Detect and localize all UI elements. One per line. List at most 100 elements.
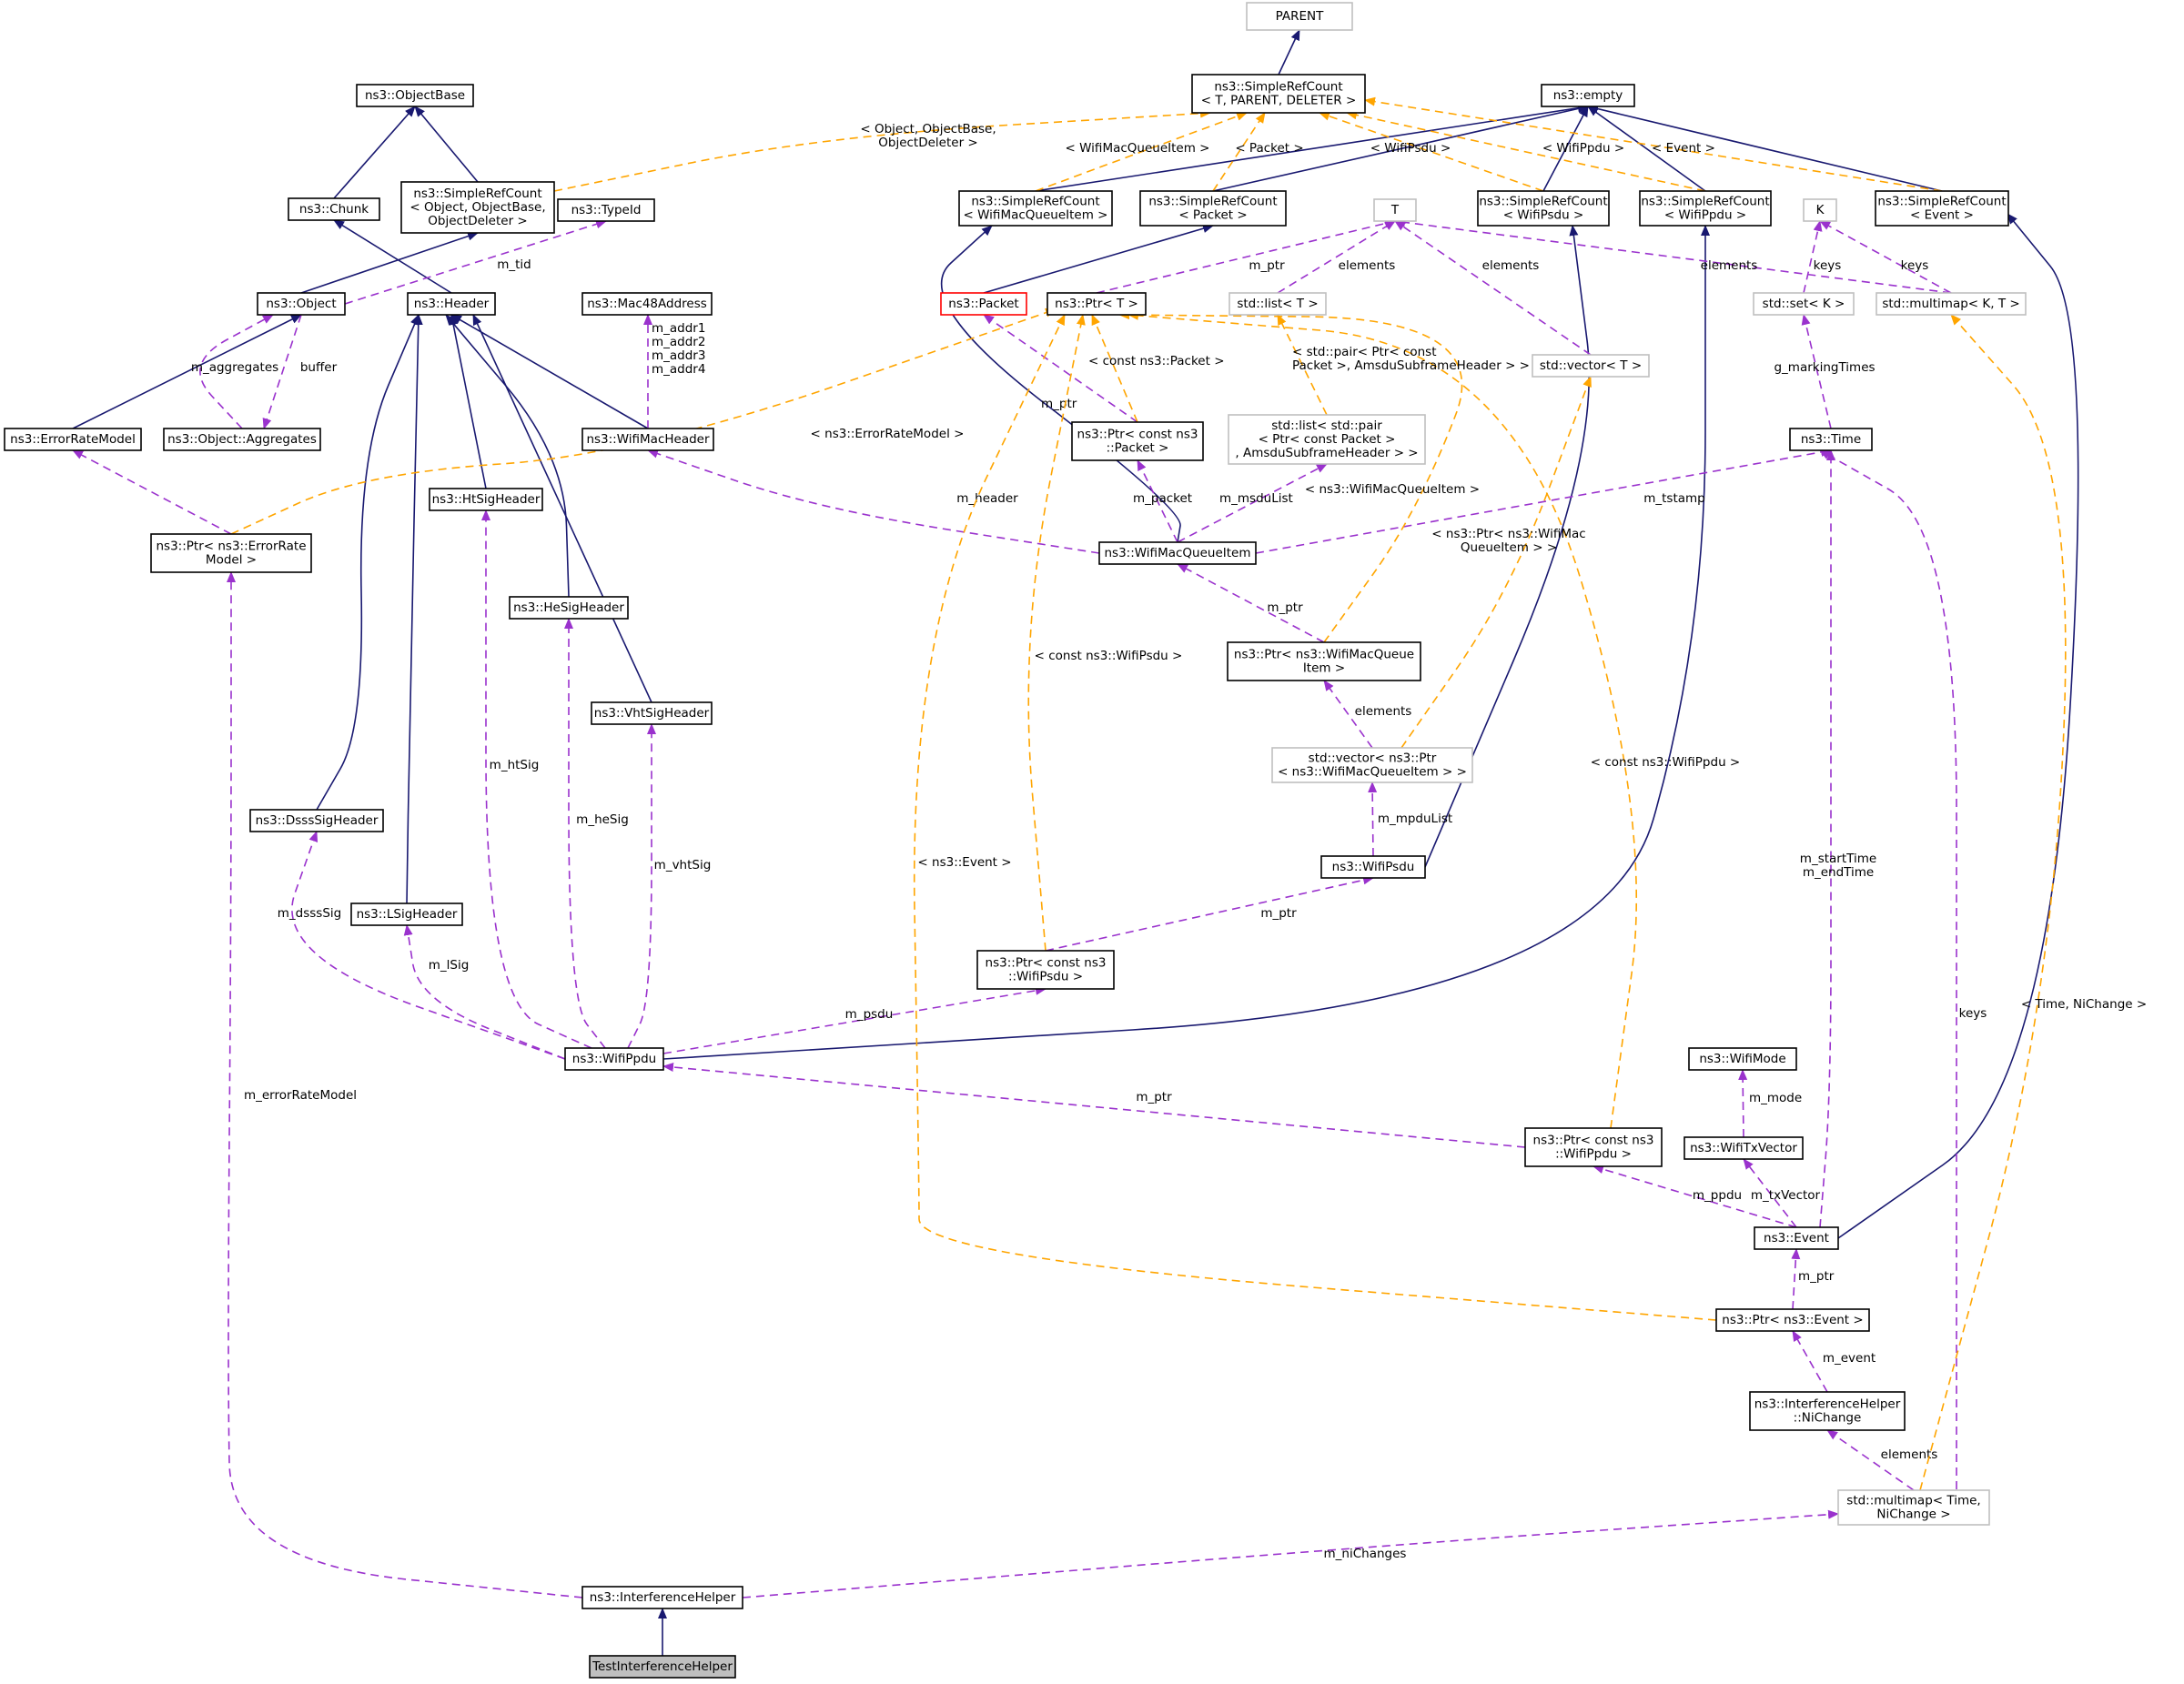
node-wifi-mode[interactable]: ns3::WifiMode [1688, 1047, 1797, 1071]
edge-label: m_psdu [845, 1007, 894, 1022]
edge-line [1837, 213, 2079, 1239]
node-src-packet[interactable]: ns3::SimpleRefCount< Packet > [1139, 190, 1287, 227]
node-box [564, 1047, 664, 1071]
node-list-pair[interactable]: std::list< std::pair< Ptr< const Packet … [1228, 414, 1426, 465]
edge-label: < std::pair< Ptr< const [1292, 345, 1437, 359]
node-wifi-psdu[interactable]: ns3::WifiPsdu [1320, 855, 1426, 879]
node-label: ns3::Time [1801, 432, 1861, 447]
node-parent[interactable]: PARENT [1246, 2, 1353, 31]
node-set-k[interactable]: std::set< K > [1753, 292, 1855, 316]
node-src-ppdu[interactable]: ns3::SimpleRefCount< WifiPpdu > [1639, 190, 1772, 227]
edge-line [1277, 220, 1396, 294]
edge-line [1364, 96, 1943, 192]
node-error-rate-model[interactable]: ns3::ErrorRateModel [4, 428, 142, 451]
node-time[interactable]: ns3::Time [1789, 428, 1873, 451]
node-box [1373, 198, 1417, 222]
node-box [407, 292, 496, 316]
node-dsss-sig[interactable]: ns3::DsssSigHeader [249, 809, 384, 832]
node-label: ns3::SimpleRefCount [1641, 195, 1769, 209]
node-aggregates[interactable]: ns3::Object::Aggregates [163, 428, 321, 451]
node-k[interactable]: K [1803, 198, 1837, 222]
edge-line [983, 224, 1214, 294]
node-ptr-const-packet[interactable]: ns3::Ptr< const ns3::Packet > [1071, 421, 1204, 461]
node-src-psdu[interactable]: ns3::SimpleRefCount< WifiPsdu > [1477, 190, 1610, 227]
edge-line [1819, 220, 1952, 294]
edge-line [1177, 563, 1325, 643]
node-wifi-ppdu[interactable]: ns3::WifiPpdu [564, 1047, 664, 1071]
node-object-base[interactable]: ns3::ObjectBase [356, 84, 474, 107]
edge-line [662, 985, 1046, 1054]
node-type-id[interactable]: ns3::TypeId [557, 198, 655, 222]
node-label: ns3::Header [414, 297, 490, 311]
edge-member-k-to-set-k: keys [1803, 220, 1841, 294]
node-wmqi[interactable]: ns3::WifiMacQueueItem [1098, 541, 1257, 565]
node-ptr-const-psdu[interactable]: ns3::Ptr< const ns3::WifiPsdu > [976, 950, 1115, 990]
node-list-t[interactable]: std::list< T > [1228, 292, 1327, 316]
edge-member-list-pair-to-wmqi: m_msduList [1177, 463, 1328, 543]
node-box [1753, 292, 1855, 316]
edge-label: < ns3::Event > [917, 855, 1011, 870]
node-box [1749, 1391, 1906, 1431]
node-box [1639, 190, 1772, 227]
node-ptr-wmqi[interactable]: ns3::Ptr< ns3::WifiMacQueueItem > [1227, 641, 1421, 681]
edge-line [1277, 314, 1328, 416]
node-src-object[interactable]: ns3::SimpleRefCount< Object, ObjectBase,… [400, 181, 555, 234]
node-mac48[interactable]: ns3::Mac48Address [581, 292, 713, 316]
node-packet[interactable]: ns3::Packet [940, 292, 1027, 316]
edge-inherit-header-to-lsig [406, 314, 423, 904]
edge-line [1819, 449, 1957, 1489]
node-ptr-error-rate[interactable]: ns3::Ptr< ns3::ErrorRateModel > [150, 533, 312, 573]
node-src-wmqi[interactable]: ns3::SimpleRefCount< WifiMacQueueItem > [958, 190, 1113, 227]
node-box [249, 809, 384, 832]
node-label: < ns3::WifiMacQueueItem > > [1278, 765, 1467, 780]
node-header[interactable]: ns3::Header [407, 292, 496, 316]
edge-inherit-empty-to-src-psdu [1542, 106, 1589, 192]
node-vector-ptr-wmqi[interactable]: std::vector< ns3::Ptr< ns3::WifiMacQueue… [1271, 747, 1473, 783]
node-ptr-t[interactable]: ns3::Ptr< T > [1046, 292, 1147, 316]
node-lsig[interactable]: ns3::LSigHeader [350, 903, 463, 926]
node-box [1098, 541, 1257, 565]
edge-line [450, 314, 649, 429]
edge-member-wifi-mode-to-wifi-tx-vector: m_mode [1738, 1069, 1802, 1138]
node-interference-helper[interactable]: ns3::InterferenceHelper [581, 1586, 743, 1609]
node-label: ns3::Event [1764, 1231, 1829, 1245]
node-label: ns3::InterferenceHelper [590, 1590, 736, 1605]
edge-line [1400, 376, 1592, 749]
node-box [429, 488, 543, 511]
node-box [1227, 641, 1421, 681]
node-wifi-tx-vector[interactable]: ns3::WifiTxVector [1684, 1136, 1804, 1160]
edge-member-t-to-multimap-kt: elements [1394, 217, 1952, 294]
node-multimap-kt[interactable]: std::multimap< K, T > [1876, 292, 2027, 316]
node-ptr-event[interactable]: ns3::Ptr< ns3::Event > [1715, 1308, 1870, 1332]
node-box [1837, 1489, 1990, 1526]
node-label: ns3::WifiMacHeader [586, 432, 710, 447]
node-label: ns3::Ptr< const ns3 [1077, 428, 1198, 442]
node-ni-change[interactable]: ns3::InterferenceHelper::NiChange [1749, 1391, 1906, 1431]
node-simple-ref-count[interactable]: ns3::SimpleRefCount< T, PARENT, DELETER … [1191, 74, 1366, 114]
node-empty[interactable]: ns3::empty [1541, 84, 1635, 107]
node-wifi-mac-header[interactable]: ns3::WifiMacHeader [581, 428, 714, 451]
node-ht-sig[interactable]: ns3::HtSigHeader [429, 488, 543, 511]
edge-line [1255, 448, 1832, 554]
edge-inherit-src-object-to-object [300, 231, 479, 294]
node-test-interference-helper[interactable]: TestInterferenceHelper [589, 1655, 736, 1679]
node-object[interactable]: ns3::Object [257, 292, 346, 316]
edge-tmpl-ptr-t-to-ptr-event: < ns3::Event > [913, 314, 1717, 1321]
edge-tmpl-simple-ref-count-to-src-ppdu: < WifiPpdu > [1346, 110, 1706, 192]
node-t[interactable]: T [1373, 198, 1417, 222]
node-chunk[interactable]: ns3::Chunk [288, 197, 380, 221]
node-he-sig[interactable]: ns3::HeSigHeader [509, 596, 629, 620]
node-src-event[interactable]: ns3::SimpleRefCount< Event > [1875, 190, 2009, 227]
node-vht-sig[interactable]: ns3::VhtSigHeader [591, 701, 713, 725]
edge-label: m_mode [1749, 1091, 1802, 1105]
node-label: < Object, ObjectBase, [410, 200, 545, 215]
edge-label: ObjectDeleter > [878, 136, 977, 150]
node-multimap-time[interactable]: std::multimap< Time,NiChange > [1837, 1489, 1990, 1526]
node-box [1789, 428, 1873, 451]
node-event[interactable]: ns3::Event [1754, 1226, 1839, 1250]
node-ptr-const-ppdu[interactable]: ns3::Ptr< const ns3::WifiPpdu > [1524, 1127, 1663, 1167]
node-label: ns3::SimpleRefCount [1479, 195, 1607, 209]
node-vector-t[interactable]: std::vector< T > [1532, 354, 1650, 378]
edge-line [481, 509, 592, 1049]
node-box [1046, 292, 1147, 316]
